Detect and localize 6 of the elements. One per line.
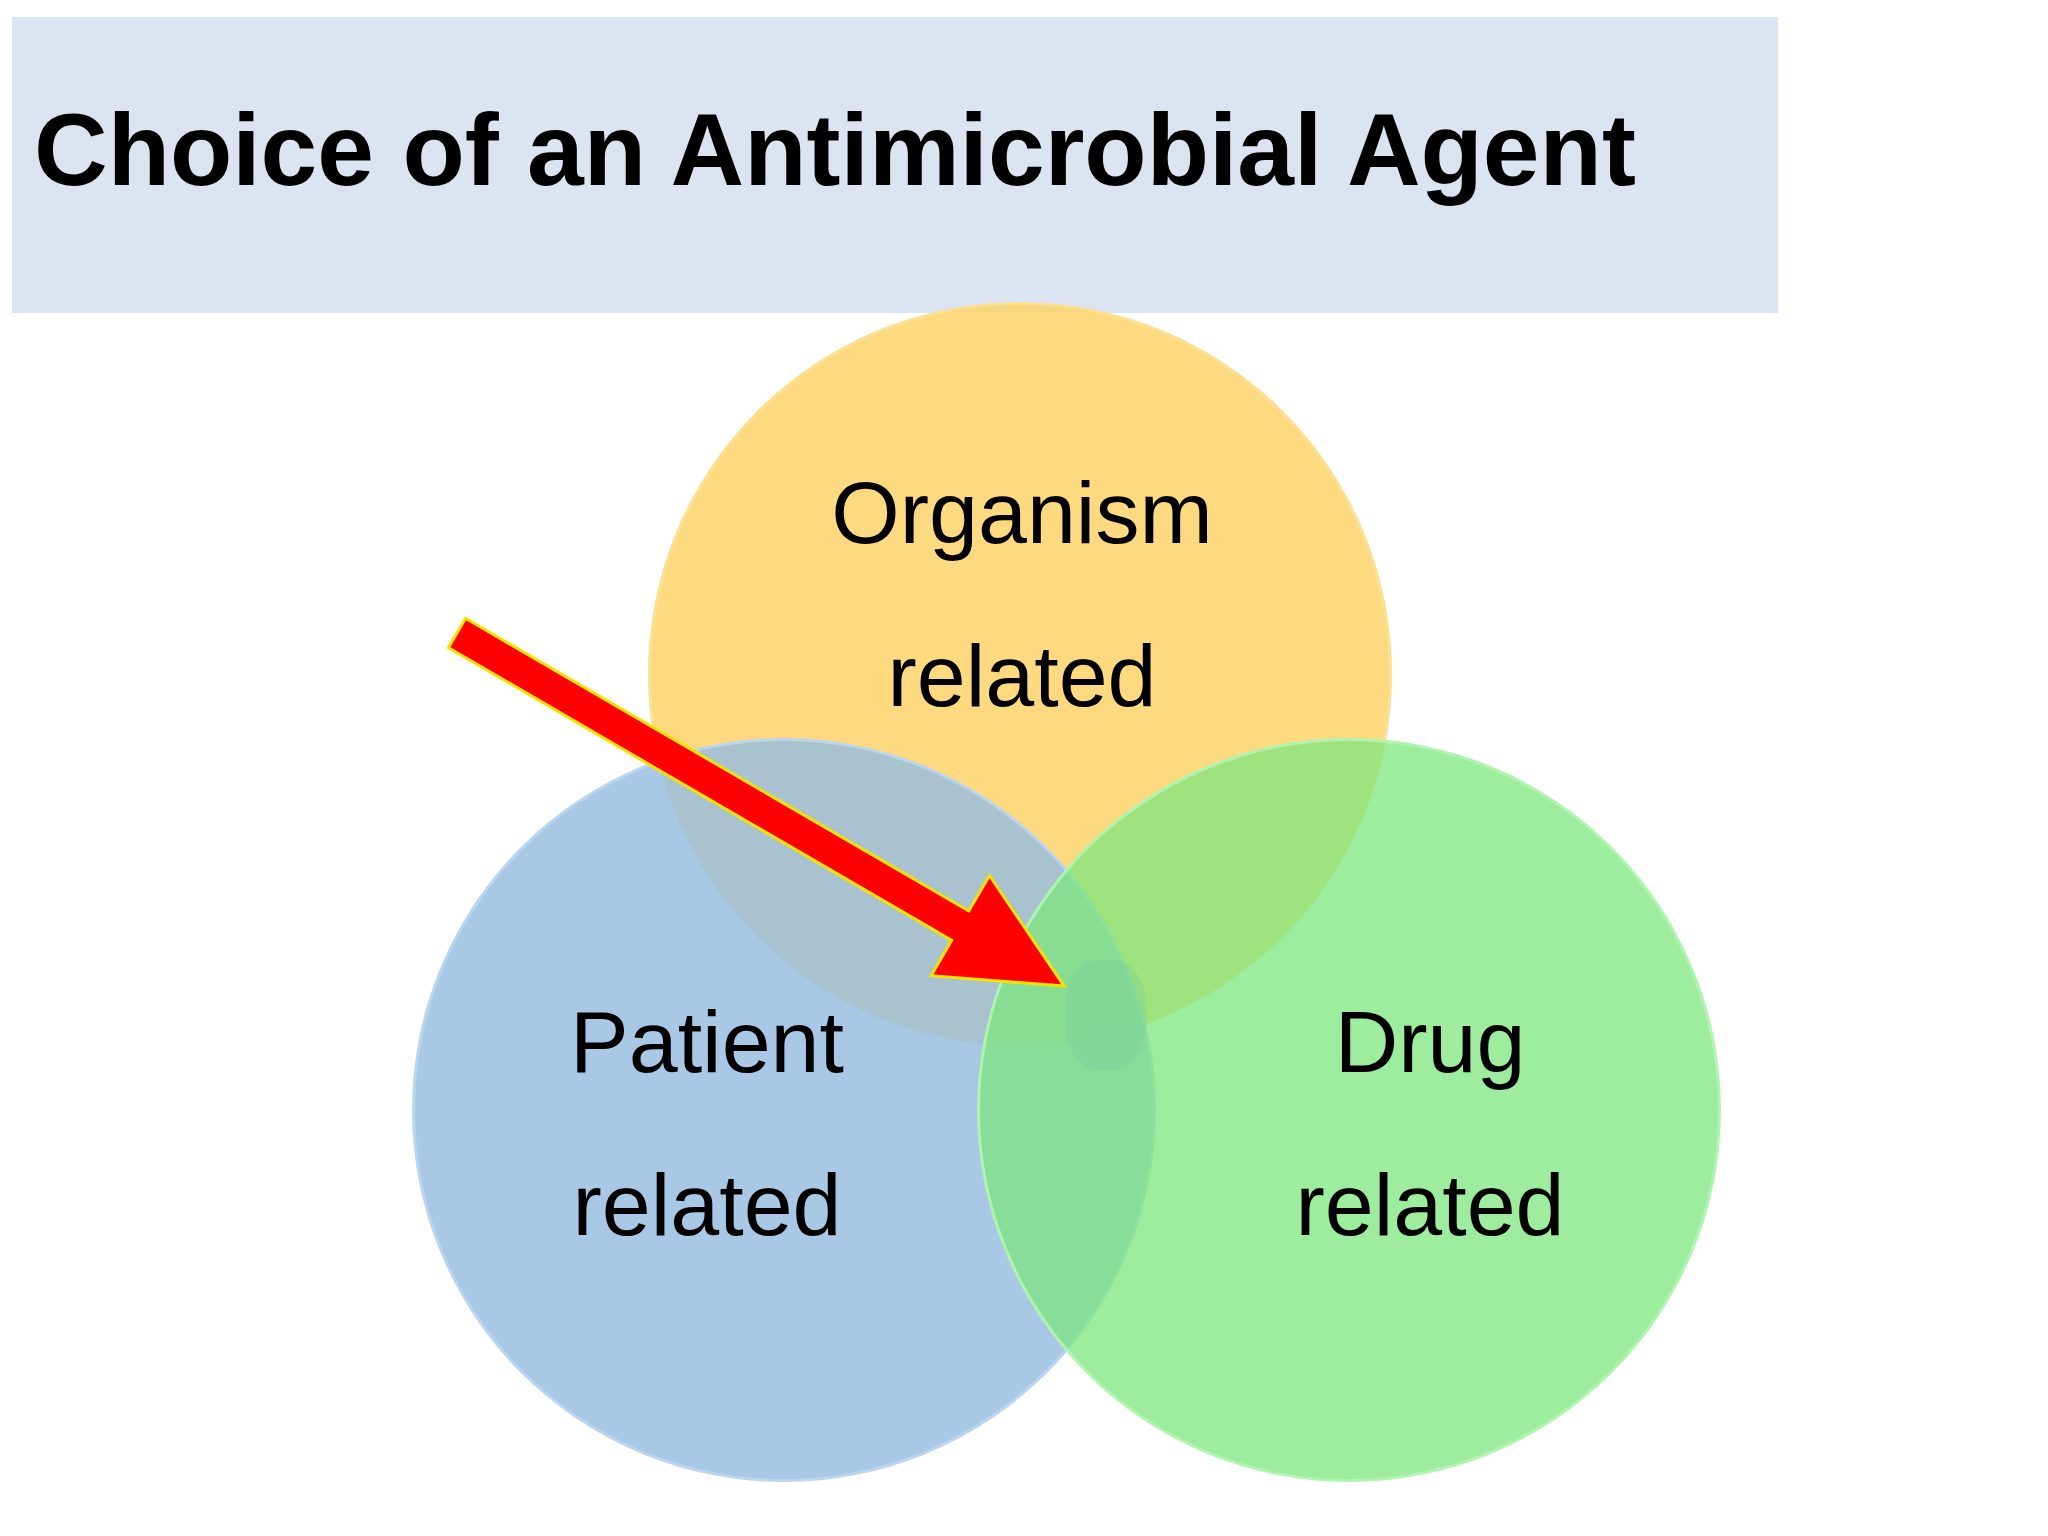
circle-label: Patient related	[569, 991, 845, 1256]
circle-label: Organism related	[830, 462, 1214, 727]
block-arrow	[446, 616, 1067, 988]
title: Choice of an Antimicrobial Agent	[34, 94, 1636, 207]
overlap-region	[1066, 960, 1146, 1070]
circle-label: Drug related	[1294, 991, 1566, 1256]
